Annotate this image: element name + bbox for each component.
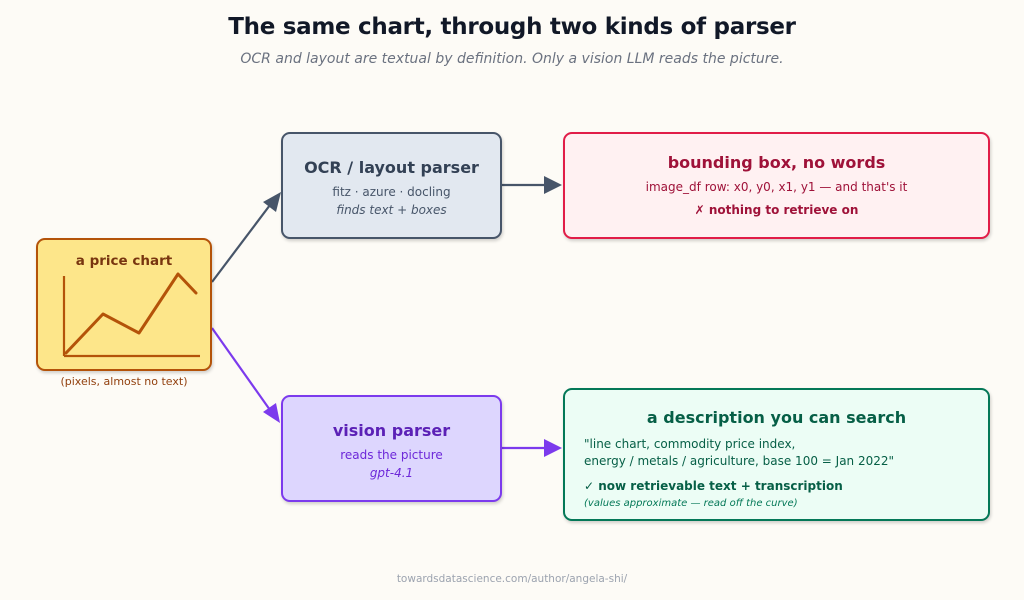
- description-verdict: ✓ now retrievable text + transcription: [584, 479, 843, 493]
- vision-node-model: gpt-4.1: [369, 466, 414, 480]
- description-quote: "line chart, commodity price index, ener…: [584, 436, 988, 470]
- price-chart-node: a price chart: [36, 238, 212, 371]
- description-note: (values approximate — read off the curve…: [584, 498, 798, 509]
- bbox-node-title: bounding box, no words: [667, 153, 886, 172]
- description-quote-line-2: energy / metals / agriculture, base 100 …: [584, 454, 895, 468]
- price-chart-caption: (pixels, almost no text): [60, 375, 188, 388]
- arrow-ocr-to-bbox: [502, 176, 562, 194]
- source-credit: towardsdatascience.com/author/angela-shi…: [396, 573, 628, 585]
- price-chart-title: a price chart: [75, 253, 173, 269]
- vision-node-detail: reads the picture: [340, 448, 443, 462]
- ocr-node-note: finds text + boxes: [336, 203, 447, 217]
- diagram-subtitle: OCR and layout are textual by definition…: [240, 51, 784, 67]
- vision-parser-node: vision parser reads the picture gpt-4.1: [281, 395, 502, 502]
- bbox-node-verdict: ✗ nothing to retrieve on: [694, 203, 859, 217]
- description-node-title: a description you can search: [646, 408, 907, 427]
- ocr-node-tools: fitz · azure · docling: [332, 185, 451, 199]
- ocr-node-title: OCR / layout parser: [304, 158, 479, 177]
- arrow-chart-to-ocr: [211, 192, 281, 283]
- vision-node-title: vision parser: [332, 421, 451, 440]
- bounding-box-result-node: bounding box, no words image_df row: x0,…: [563, 132, 990, 239]
- line-chart-icon: [62, 272, 200, 358]
- arrow-vision-to-description: [502, 439, 562, 457]
- ocr-layout-parser-node: OCR / layout parser fitz · azure · docli…: [281, 132, 502, 239]
- searchable-description-node: a description you can search "line chart…: [563, 388, 990, 521]
- description-quote-line-1: "line chart, commodity price index,: [584, 437, 796, 451]
- diagram-title: The same chart, through two kinds of par…: [228, 14, 796, 40]
- bbox-node-detail: image_df row: x0, y0, x1, y1 — and that'…: [645, 180, 908, 194]
- arrow-chart-to-vision: [211, 327, 280, 423]
